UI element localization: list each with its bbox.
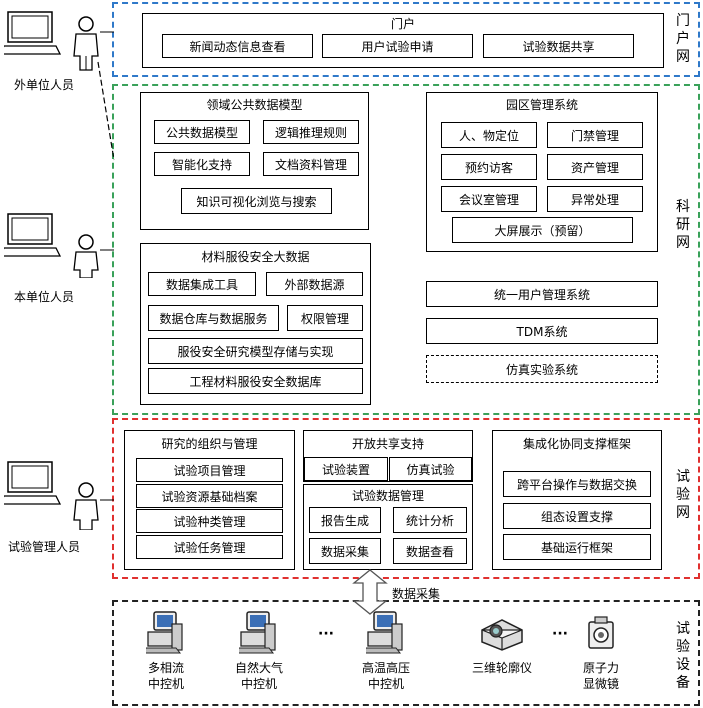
ellipsis-2: ···	[552, 626, 568, 642]
test-type-management[interactable]: 试验种类管理	[136, 509, 283, 533]
test-task-management[interactable]: 试验任务管理	[136, 535, 283, 559]
device-multiphase-line1: 多相流	[147, 661, 184, 675]
research-org-title: 研究的组织与管理	[161, 437, 258, 451]
document-management[interactable]: 文档资料管理	[263, 152, 359, 176]
test-network-label: 试验网	[676, 469, 690, 521]
cross-platform-exchange[interactable]: 跨平台操作与数据交换	[503, 471, 651, 497]
public-data-model[interactable]: 公共数据模型	[154, 120, 250, 144]
knowledge-search[interactable]: 知识可视化浏览与搜索	[181, 188, 332, 214]
portal-network-label: 门户网	[676, 13, 690, 65]
device-atmosphere-controller: 自然大气 中控机	[224, 660, 294, 692]
report-generation[interactable]: 报告生成	[309, 507, 381, 533]
tdm-system[interactable]: TDM系统	[426, 318, 658, 344]
big-screen-display[interactable]: 大屏展示（预留）	[452, 217, 633, 243]
test-manager-label: 试验管理人员	[8, 540, 81, 554]
logic-rules[interactable]: 逻辑推理规则	[263, 120, 359, 144]
test-network-zone	[112, 418, 700, 579]
test-device-button[interactable]: 试验装置	[304, 457, 388, 481]
integration-framework-title: 集成化协同支撑框架	[522, 437, 631, 451]
permission-management[interactable]: 权限管理	[287, 305, 363, 331]
data-collection-label: 数据采集	[392, 587, 441, 601]
device-afm-line1: 原子力	[582, 661, 619, 675]
statistical-analysis[interactable]: 统计分析	[393, 507, 467, 533]
asset-management[interactable]: 资产管理	[547, 154, 643, 180]
configuration-support[interactable]: 组态设置支撑	[503, 503, 651, 529]
computer-user-icon	[4, 213, 99, 278]
device-multiphase-controller: 多相流 中控机	[131, 660, 201, 692]
unified-user-management[interactable]: 统一用户管理系统	[426, 281, 658, 307]
research-network-label: 科研网	[676, 199, 690, 251]
engineering-materials-db[interactable]: 工程材料服役安全数据库	[148, 368, 363, 394]
computer-icon	[146, 611, 183, 654]
portal-network-zone	[112, 2, 700, 77]
meeting-room-management[interactable]: 会议室管理	[441, 186, 537, 212]
smart-support[interactable]: 智能化支持	[154, 152, 250, 176]
computer-user-icon	[4, 461, 99, 530]
device-atmosphere-line2: 中控机	[240, 677, 277, 691]
connection-lines	[97, 31, 115, 501]
data-share-button[interactable]: 试验数据共享	[483, 34, 634, 58]
test-apply-button[interactable]: 用户试验申请	[322, 34, 473, 58]
visitor-appointment[interactable]: 预约访客	[441, 154, 537, 180]
exception-handling[interactable]: 异常处理	[547, 186, 643, 212]
profilometer-icon	[481, 619, 523, 651]
device-hthp-line2: 中控机	[367, 677, 404, 691]
person-object-locate[interactable]: 人、物定位	[441, 122, 537, 148]
data-integration-tool[interactable]: 数据集成工具	[148, 272, 256, 296]
simulation-test-button[interactable]: 仿真试验	[389, 457, 472, 481]
test-equipment-zone	[112, 600, 700, 706]
microscope-icon	[588, 616, 614, 649]
domain-model-title: 领域公共数据模型	[206, 98, 303, 112]
ellipsis-1: ···	[318, 626, 334, 642]
news-view-button[interactable]: 新闻动态信息查看	[162, 34, 313, 58]
data-collection-box[interactable]: 数据采集	[309, 538, 381, 564]
test-equipment-label: 试验设备	[676, 621, 690, 691]
external-personnel-label: 外单位人员	[14, 78, 75, 92]
device-hthp-controller: 高温高压 中控机	[351, 660, 421, 692]
open-share-title: 开放共享支持	[351, 437, 424, 451]
test-project-management[interactable]: 试验项目管理	[136, 458, 283, 482]
access-control[interactable]: 门禁管理	[547, 122, 643, 148]
device-3d-profiler: 三维轮廓仪	[471, 661, 532, 675]
device-hthp-line1: 高温高压	[361, 661, 410, 675]
internal-personnel-label: 本单位人员	[14, 290, 75, 304]
service-safety-model[interactable]: 服役安全研究模型存储与实现	[148, 338, 363, 364]
bidirectional-arrow-icon	[352, 569, 388, 615]
computer-icon	[239, 611, 276, 654]
computer-user-icon	[4, 11, 99, 71]
computer-icon	[366, 611, 403, 654]
portal-title: 门户	[390, 17, 415, 31]
data-view[interactable]: 数据查看	[393, 538, 467, 564]
device-atmosphere-line1: 自然大气	[234, 661, 283, 675]
device-multiphase-line2: 中控机	[147, 677, 184, 691]
materials-bigdata-title: 材料服役安全大数据	[201, 250, 310, 264]
device-afm: 原子力 显微镜	[566, 660, 636, 692]
device-afm-line2: 显微镜	[582, 677, 619, 691]
data-warehouse-service[interactable]: 数据仓库与数据服务	[148, 305, 279, 331]
park-management-title: 园区管理系统	[505, 98, 578, 112]
simulation-experiment-system[interactable]: 仿真实验系统	[426, 355, 658, 383]
external-data-source[interactable]: 外部数据源	[266, 272, 363, 296]
base-runtime-framework[interactable]: 基础运行框架	[503, 534, 651, 560]
test-resource-archive[interactable]: 试验资源基础档案	[136, 484, 283, 508]
test-data-title: 试验数据管理	[351, 489, 424, 503]
